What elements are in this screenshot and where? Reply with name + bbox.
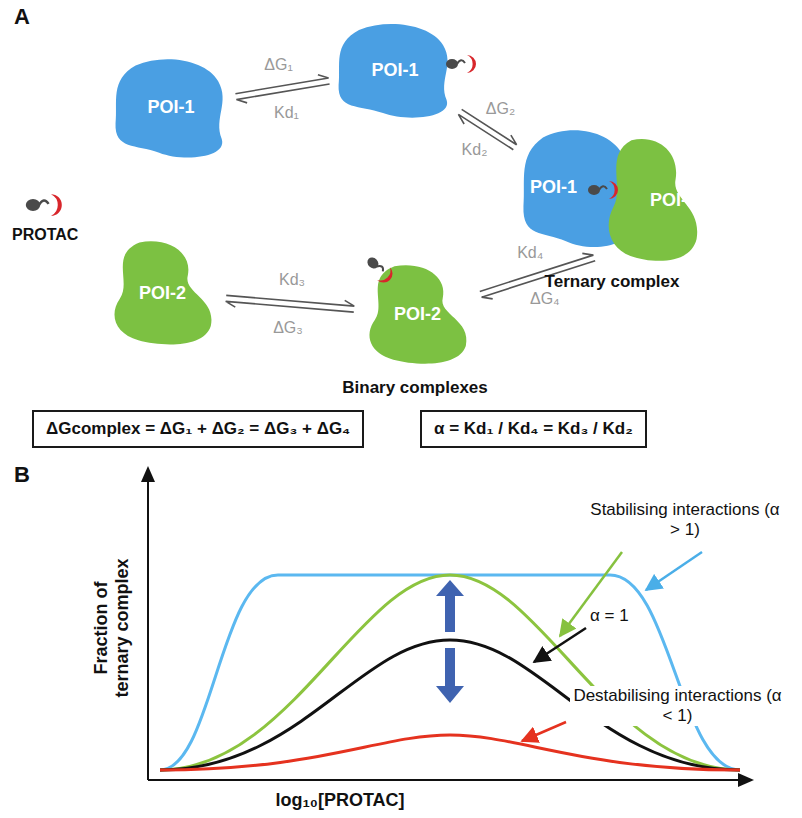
protein-name: POI-1 <box>371 60 418 81</box>
protein-blob: POI-1 <box>112 55 230 160</box>
equation: ΔGcomplex = ΔG₁ + ΔG₂ = ΔG₃ + ΔG₄ <box>46 419 350 439</box>
protac-molecule <box>26 194 62 216</box>
protein-blob: POI-2 <box>360 262 475 367</box>
curve-label: Stabilising interactions (α > 1) <box>585 500 785 540</box>
curve-label: α = 1 <box>590 606 629 626</box>
curve-alpha-gt1-high <box>160 575 740 770</box>
protac-molecule <box>588 181 618 199</box>
protein-name: POI-2 <box>394 304 441 325</box>
free-energy-label: ΔG₃ <box>273 319 303 337</box>
curve-label: Destabilising interactions (α < 1) <box>570 686 785 726</box>
curve-alpha-gt1 <box>160 575 740 770</box>
molecule-name: PROTAC <box>12 226 78 244</box>
protein-blob: POI-1 <box>335 20 455 120</box>
protein-blob: POI-2 <box>600 135 705 265</box>
protein-name: POI-1 <box>530 177 577 198</box>
dissociation-constant: Kd₁ <box>274 104 299 122</box>
dissociation-constant: Kd₄ <box>517 244 543 262</box>
protein-name: POI-2 <box>650 190 697 211</box>
axis-title: log₁₀[PROTAC] <box>275 790 404 811</box>
equilibrium-arrow <box>235 75 329 103</box>
leader-line <box>522 722 566 741</box>
equation: α = Kd₁ / Kd₄ = Kd₃ / Kd₂ <box>434 419 633 439</box>
protac-molecule <box>446 55 476 73</box>
shift-arrows <box>436 580 464 703</box>
panel-letter: B <box>14 462 30 488</box>
dissociation-constant: Kd₂ <box>462 141 488 159</box>
equation-box: ΔGcomplex = ΔG₁ + ΔG₂ = ΔG₃ + ΔG₄ <box>32 410 364 448</box>
curve-alpha-lt1 <box>160 735 740 770</box>
protac-molecule <box>362 252 396 286</box>
dissociation-constant: Kd₃ <box>279 271 305 289</box>
free-energy-label: ΔG₁ <box>264 56 293 74</box>
protein-blob: POI-2 <box>105 238 220 348</box>
axis-title: Fraction of ternary complex <box>91 553 133 703</box>
panel-letter: A <box>14 4 30 30</box>
leader-line <box>534 628 586 662</box>
protein-name: POI-2 <box>139 283 186 304</box>
complex-name: Ternary complex <box>545 272 680 292</box>
free-energy-label: ΔG₂ <box>486 100 515 118</box>
equation-box: α = Kd₁ / Kd₄ = Kd₃ / Kd₂ <box>420 410 647 448</box>
free-energy-label: ΔG₄ <box>530 290 560 308</box>
leader-line <box>646 552 702 590</box>
protein-name: POI-1 <box>147 97 194 118</box>
complex-name: Binary complexes <box>342 378 488 398</box>
equilibrium-arrow <box>226 295 355 312</box>
